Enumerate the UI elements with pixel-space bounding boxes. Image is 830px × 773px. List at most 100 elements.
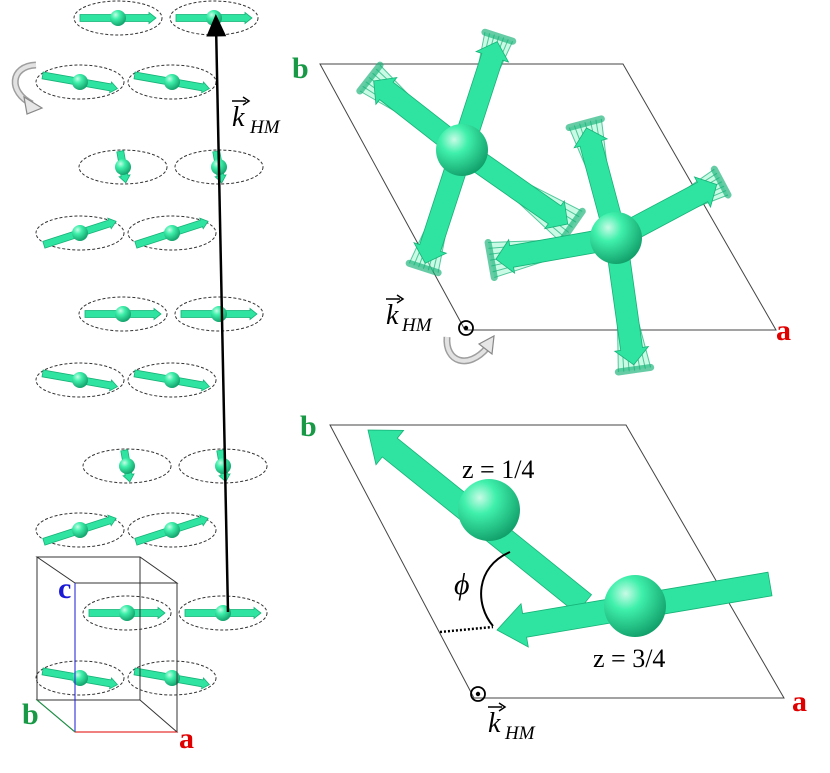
left-axis-b-label: b — [22, 698, 39, 731]
spin-moment — [134, 217, 209, 249]
svg-text:HM: HM — [504, 723, 536, 744]
spin-atom — [164, 74, 180, 90]
svg-text:k: k — [488, 708, 501, 739]
spin-atom — [119, 605, 135, 621]
cone-head-band — [614, 363, 655, 376]
cone-head-band — [356, 61, 384, 95]
spin-site-ellipse — [73, 0, 163, 36]
spin-site-ellipse — [82, 595, 172, 631]
angle-phi-label: ϕ — [454, 568, 470, 601]
cone-head-band — [484, 238, 498, 282]
spin-site-ellipse — [174, 296, 264, 332]
vector-arrow-icon — [488, 702, 507, 712]
spin-atom — [164, 522, 180, 538]
left-axis-a-label: a — [179, 722, 194, 755]
vector-arrow-icon — [232, 96, 251, 106]
unit-cell-box — [35, 556, 179, 733]
left-panel-spin-chain: c b a k HM — [11, 0, 281, 755]
spin-ball-upper — [436, 124, 488, 176]
k-vector-arrow — [206, 14, 230, 613]
spin-moment — [175, 10, 253, 26]
spin-moment — [115, 150, 131, 184]
spin-atom — [206, 10, 222, 26]
spin-site-ellipse — [178, 595, 268, 631]
spin-site-ellipse — [127, 215, 217, 251]
cone-head-band — [481, 28, 517, 45]
bottom-right-axis-a-label: a — [792, 685, 807, 718]
spin-atom — [215, 458, 231, 474]
spin-site-ellipse — [178, 448, 268, 484]
bottom-right-panel-spin-angle: ϕ z = 1/4 z = 3/4 b a k HM — [300, 410, 807, 744]
spin-moment — [84, 306, 162, 322]
spin-atom — [110, 10, 126, 26]
spin-atom — [164, 372, 180, 388]
angle-arc — [480, 551, 511, 627]
spin-site-ellipse — [127, 512, 217, 548]
spin-site-ellipse — [35, 64, 125, 100]
spin-moment — [88, 605, 166, 621]
vector-arrow-icon — [386, 294, 405, 304]
spin-moment — [119, 449, 135, 483]
top-right-panel-cone-projection: b a k HM — [292, 28, 791, 376]
cone-head-band — [710, 165, 732, 199]
spin-atom — [119, 458, 135, 474]
spin-atom — [164, 670, 180, 686]
svg-text:HM: HM — [249, 117, 281, 138]
top-right-k-vector-label: k HM — [386, 294, 433, 336]
svg-text:k: k — [386, 300, 399, 331]
spin-ball-z-three-quarter — [604, 575, 666, 637]
spin-site-ellipse — [35, 660, 125, 696]
cone-head-band — [405, 259, 442, 277]
svg-text:HM: HM — [401, 315, 433, 336]
left-k-vector-label: k HM — [232, 96, 281, 138]
spin-site-ellipse — [35, 512, 125, 548]
spin-site-ellipse — [78, 149, 168, 185]
spin-moment — [41, 71, 119, 94]
spin-moment — [180, 306, 258, 322]
spin-site-ellipse — [35, 215, 125, 251]
spin-atom — [164, 225, 180, 241]
bottom-right-unit-cell — [329, 424, 785, 699]
left-axis-c-label: c — [58, 572, 71, 605]
spin-atom — [72, 670, 88, 686]
spin-moment — [184, 605, 262, 621]
spin-atom — [115, 306, 131, 322]
spin-moment — [215, 449, 231, 483]
spin-moment — [79, 10, 157, 26]
top-right-axis-a-label: a — [776, 314, 791, 347]
rotation-arrow-icon — [443, 334, 495, 365]
out-of-plane-vector-icon — [458, 320, 474, 336]
spin-atom — [72, 225, 88, 241]
bottom-right-k-vector-label: k HM — [488, 702, 536, 744]
spin-atom — [72, 372, 88, 388]
spin-atom — [115, 159, 131, 175]
bottom-right-axis-b-label: b — [300, 410, 317, 443]
top-right-axis-b-label: b — [292, 52, 309, 85]
angle-reference-dotted-line — [439, 625, 494, 634]
spin-atom — [72, 522, 88, 538]
spin-moment — [133, 71, 211, 94]
spin-atom — [211, 306, 227, 322]
spin-site-ellipse — [127, 362, 217, 398]
spin-site-ellipse — [82, 448, 172, 484]
spin-site-ellipse — [78, 296, 168, 332]
z-lower-label: z = 3/4 — [593, 644, 665, 673]
cone-upper-down — [405, 146, 474, 277]
cone-head-band — [565, 115, 605, 132]
spin-ball-lower — [590, 212, 642, 264]
rotation-arrow-icon — [11, 61, 44, 115]
spin-site-ellipse — [35, 362, 125, 398]
spin-moment — [134, 514, 209, 546]
spin-moment — [133, 369, 211, 392]
out-of-plane-vector-icon — [470, 686, 486, 702]
spin-moment — [41, 369, 119, 392]
spin-atom — [72, 74, 88, 90]
z-upper-label: z = 1/4 — [462, 455, 534, 484]
spin-moment — [41, 667, 119, 690]
spin-moment — [133, 667, 211, 690]
spin-site-ellipse — [127, 660, 217, 696]
top-right-unit-cell — [319, 63, 777, 331]
spin-moment — [42, 514, 117, 546]
cone-lower-left — [484, 226, 619, 282]
